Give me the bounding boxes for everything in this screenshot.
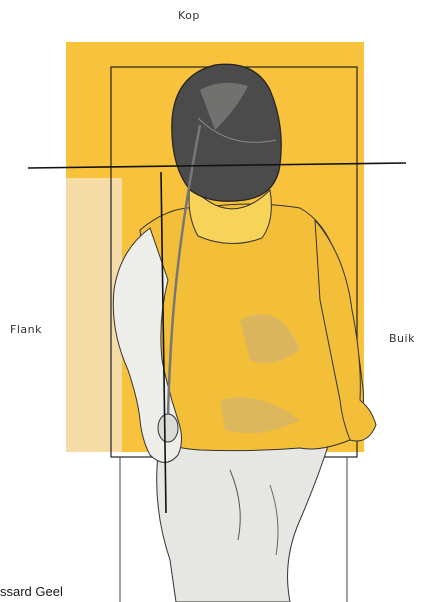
label-kop: Kop [178,9,200,22]
fencer-legs [157,440,330,602]
sword-guard [158,414,178,442]
label-flank: Flank [10,323,42,336]
image-caption: ssard Geel [0,584,63,599]
label-buik: Buik [389,332,415,345]
